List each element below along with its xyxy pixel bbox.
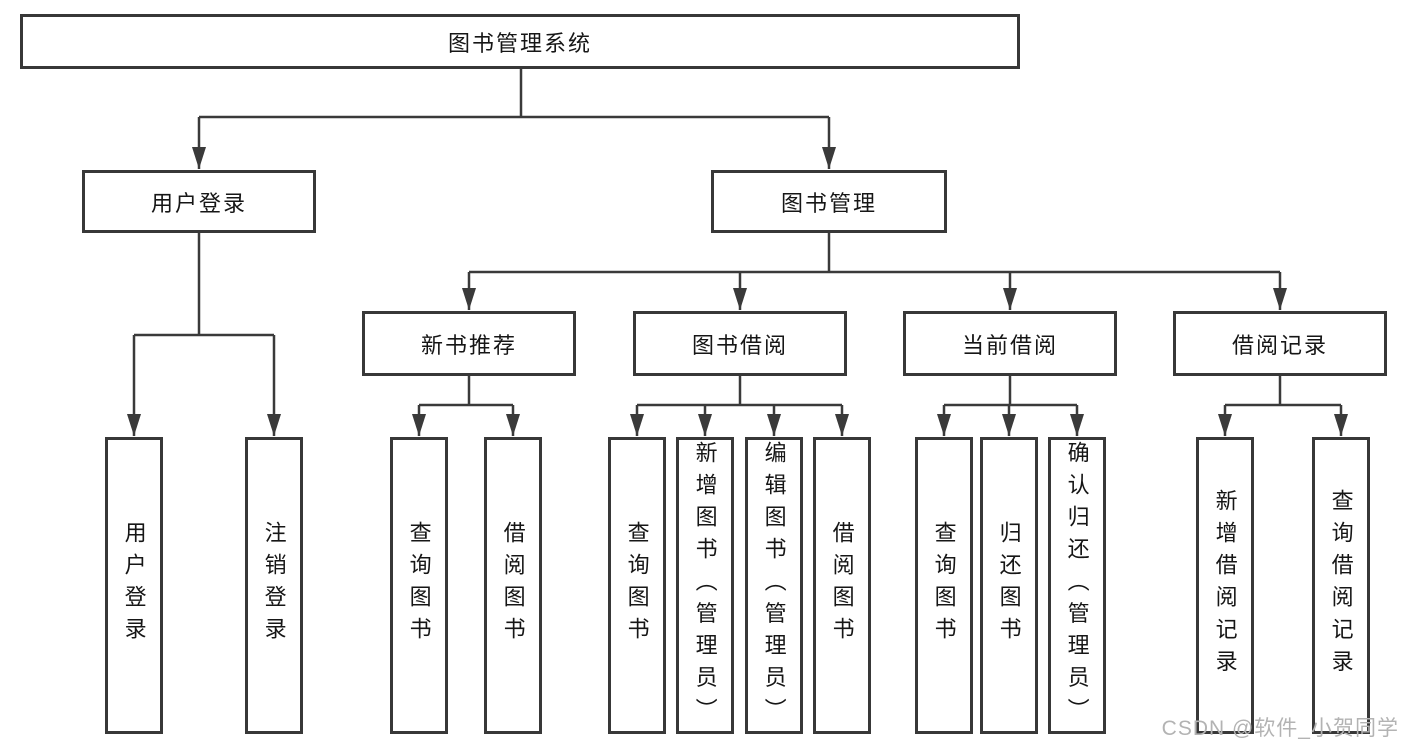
leaf-logout: 注销登录 xyxy=(245,437,303,734)
leaf-borrow-books: 借阅图书 xyxy=(813,437,871,734)
node-borrowing-records: 借阅记录 xyxy=(1173,311,1387,376)
leaf-add-borrow-record: 新增借阅记录 xyxy=(1196,437,1254,734)
node-book-borrowing: 图书借阅 xyxy=(633,311,847,376)
node-current-borrowing: 当前借阅 xyxy=(903,311,1117,376)
node-new-book-recommend: 新书推荐 xyxy=(362,311,576,376)
leaf-query-books-recommend: 查询图书 xyxy=(390,437,448,734)
leaf-return-books: 归还图书 xyxy=(980,437,1038,734)
leaf-edit-books-admin: 编辑图书（管理员） xyxy=(745,437,803,734)
leaf-user-login: 用户登录 xyxy=(105,437,163,734)
leaf-add-books-admin: 新增图书（管理员） xyxy=(676,437,734,734)
node-user-login: 用户登录 xyxy=(82,170,316,233)
leaf-query-books-current: 查询图书 xyxy=(915,437,973,734)
csdn-watermark: CSDN @软件_小贺同学 xyxy=(1161,717,1399,740)
node-book-management: 图书管理 xyxy=(711,170,947,233)
leaf-query-books-borrow: 查询图书 xyxy=(608,437,666,734)
leaf-borrow-books-recommend: 借阅图书 xyxy=(484,437,542,734)
leaf-query-borrow-record: 查询借阅记录 xyxy=(1312,437,1370,734)
node-root-system: 图书管理系统 xyxy=(20,14,1020,69)
leaf-confirm-return-admin: 确认归还（管理员） xyxy=(1048,437,1106,734)
